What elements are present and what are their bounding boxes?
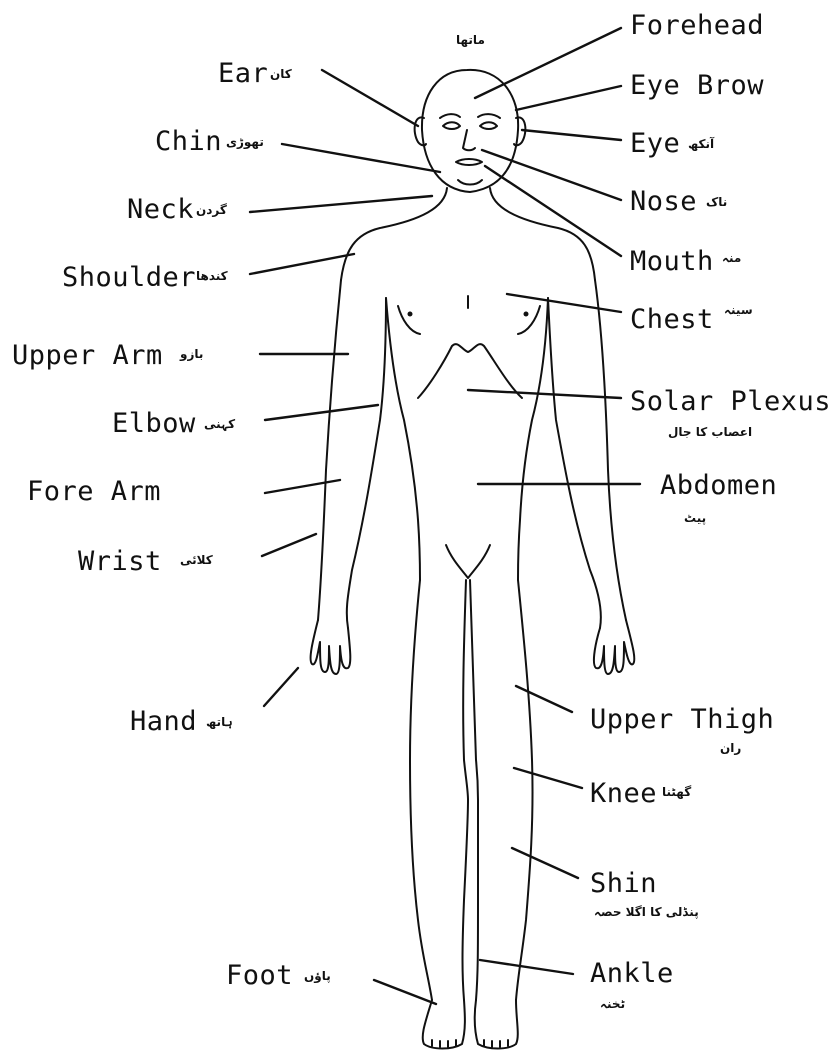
label-hand: Hand — [130, 706, 197, 737]
label-elbow: Elbow — [112, 408, 196, 439]
leader-foot — [374, 980, 436, 1004]
leader-eye-brow — [516, 86, 621, 110]
left-torso-side — [386, 298, 420, 580]
urdu-shin: پنڈلی کا اگلا حصہ — [594, 905, 699, 919]
body-outline — [311, 70, 635, 1049]
right-torso-side — [518, 298, 548, 580]
leader-eye — [522, 130, 621, 140]
leader-shoulder — [250, 254, 354, 274]
left-arm-inner — [347, 298, 386, 628]
urdu-forehead: ماتھا — [456, 33, 485, 47]
urdu-mouth: منہ — [722, 251, 741, 265]
right-arm-inner — [548, 298, 601, 628]
urdu-upper-thigh: ران — [720, 741, 741, 755]
leader-forehead — [475, 28, 621, 98]
groin-lines — [446, 545, 490, 578]
left-leg-inner — [463, 580, 469, 1000]
urdu-hand: ہاتھ — [206, 715, 233, 729]
urdu-ankle: ٹخنہ — [600, 997, 625, 1011]
head-outline — [422, 70, 518, 192]
leader-chin — [282, 144, 440, 172]
label-mouth: Mouth — [630, 246, 714, 277]
left-nipple — [408, 312, 413, 317]
leader-elbow — [265, 405, 378, 420]
label-solar-plexus: Solar Plexus — [630, 386, 831, 417]
left-leg-outer — [410, 580, 432, 1000]
leader-ear — [322, 70, 418, 126]
label-upper-thigh: Upper Thigh — [590, 704, 774, 735]
label-chin: Chin — [155, 126, 222, 157]
label-shoulder: Shoulder — [62, 262, 196, 293]
urdu-eye: آنکھ — [688, 136, 715, 151]
label-eye-brow: Eye Brow — [630, 70, 764, 101]
label-shin: Shin — [590, 868, 657, 899]
left-eyebrow — [440, 114, 460, 118]
leader-hand — [264, 668, 298, 706]
leader-lines — [250, 28, 640, 1004]
chest-lines — [398, 296, 540, 334]
leader-chest — [507, 294, 621, 312]
mouth-outline — [456, 159, 482, 165]
right-leg-outer — [516, 580, 533, 1000]
label-foot: Foot — [226, 960, 293, 991]
right-hand-outline — [594, 620, 634, 674]
label-nose: Nose — [630, 186, 697, 217]
urdu-chest: سینہ — [724, 303, 753, 317]
left-hand-outline — [311, 620, 351, 674]
urdu-nose: ناک — [706, 195, 727, 209]
leader-upper-thigh — [516, 686, 572, 712]
urdu-upper-arm: بازو — [179, 347, 203, 362]
urdu-abdomen: پیٹ — [684, 511, 706, 525]
right-arm-outer — [595, 280, 626, 620]
right-eyebrow — [478, 114, 500, 118]
leader-knee — [514, 768, 582, 788]
label-fore-arm: Fore Arm — [27, 476, 161, 507]
urdu-neck: گردن — [196, 203, 227, 217]
label-chest: Chest — [630, 304, 714, 335]
left-ear — [415, 117, 426, 145]
urdu-foot: پاؤں — [304, 969, 331, 984]
left-eye — [443, 122, 460, 129]
urdu-solar-plexus: اعصاب کا جال — [668, 425, 752, 439]
left-arm-outer — [318, 280, 341, 620]
labels-english: Forehead Ear Eye Brow Chin Eye Neck Nose… — [12, 10, 831, 991]
leader-shin — [512, 848, 578, 878]
label-eye: Eye — [630, 128, 680, 159]
right-nipple — [524, 312, 529, 317]
label-ankle: Ankle — [590, 958, 674, 989]
right-leg-inner — [470, 580, 478, 1000]
leader-fore-arm — [265, 480, 340, 493]
label-ear: Ear — [218, 58, 268, 89]
urdu-shoulder: کندھا — [196, 269, 228, 283]
label-knee: Knee — [590, 778, 657, 809]
label-neck: Neck — [127, 194, 194, 225]
urdu-ear: کان — [270, 67, 292, 81]
leader-neck — [250, 196, 432, 212]
chin-outline — [458, 180, 482, 185]
leader-ankle — [480, 960, 573, 974]
left-foot — [423, 1000, 465, 1049]
leader-mouth — [485, 166, 621, 256]
nose-outline — [463, 130, 475, 150]
leader-solar-plexus — [468, 390, 621, 398]
label-abdomen: Abdomen — [660, 470, 777, 501]
label-forehead: Forehead — [630, 10, 764, 41]
right-foot — [475, 1000, 518, 1049]
right-neck-shoulder — [490, 188, 595, 280]
urdu-wrist: کلائی — [180, 553, 213, 567]
urdu-knee: گھٹنا — [662, 785, 691, 799]
label-upper-arm: Upper Arm — [12, 340, 163, 371]
leader-wrist — [262, 534, 316, 556]
urdu-elbow: کہنی — [204, 417, 235, 432]
label-wrist: Wrist — [78, 546, 162, 577]
urdu-chin: تھوڑی — [226, 135, 264, 150]
right-eye — [480, 122, 497, 129]
